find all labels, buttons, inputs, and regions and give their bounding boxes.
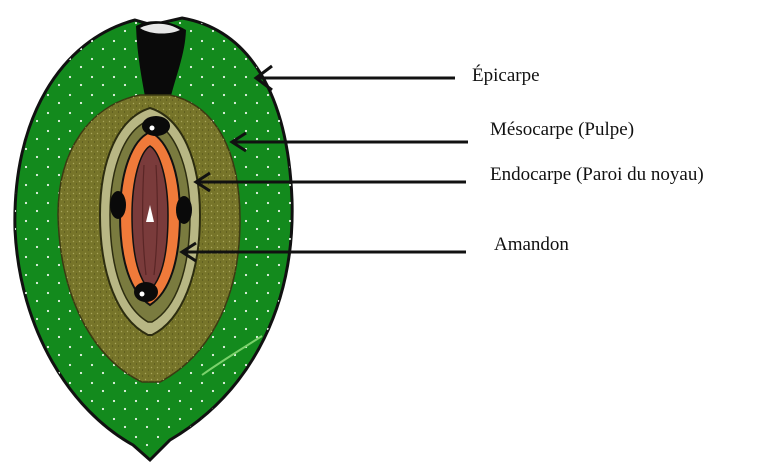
label-endocarpe: Endocarpe (Paroi du noyau) <box>490 165 704 184</box>
label-epicarpe: Épicarpe <box>472 66 540 85</box>
amandon <box>120 132 180 305</box>
label-amandon: Amandon <box>494 235 569 254</box>
label-mesocarpe: Mésocarpe (Pulpe) <box>490 120 634 139</box>
arrow-epicarpe <box>256 66 455 90</box>
